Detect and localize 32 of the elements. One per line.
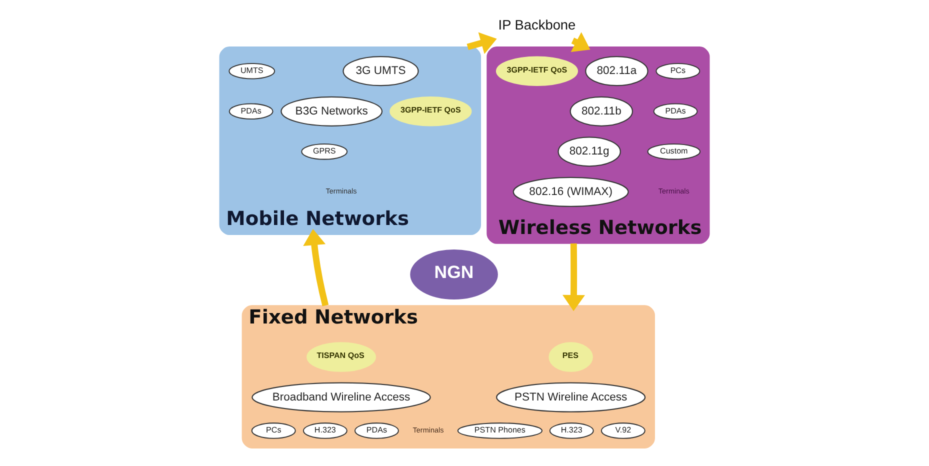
node-ellipse: PCs [656,62,700,80]
node-ellipse: UMTS [228,62,276,80]
node-ellipse: PDAs [228,103,274,120]
node-ellipse: 802.11a [585,56,648,86]
node-ellipse: Broadband Wireline Access [252,382,431,412]
node-ellipse: 3GPP-IETF QoS [390,96,472,126]
node-ellipse: TISPAN QoS [306,342,376,372]
node-ellipse: H.323 [549,422,594,439]
node-ellipse: PCs [251,422,296,439]
node-ellipse: PDAs [653,103,698,120]
node-ellipse: PES [548,342,593,372]
node-ellipse: B3G Networks [280,96,383,126]
node-ellipse: 802.11g [558,136,621,167]
node-ellipse: H.323 [302,422,348,439]
node-text: IP Backbone [498,17,576,32]
node-ellipse: 802.11b [570,96,634,126]
node-ellipse: V.92 [600,422,646,439]
node-ellipse: NGN [410,250,498,300]
node-ellipse: PSTN Phones [457,422,542,439]
arrow [303,229,329,306]
label: Terminals [412,425,444,434]
arrow [466,32,497,54]
node-ellipse: PDAs [354,422,399,439]
label: Terminals [326,186,357,196]
node-ellipse: 3GPP-IETF QoS [496,56,578,86]
node-ellipse: GPRS [301,143,348,160]
arrow [562,243,586,312]
label: Terminals [658,186,690,196]
node-ellipse: Custom [647,143,701,160]
node-ellipse: PSTN Wireline Access [496,382,646,412]
node-ellipse: 3G UMTS [342,56,419,86]
node-ellipse: 802.16 (WIMAX) [512,176,629,207]
